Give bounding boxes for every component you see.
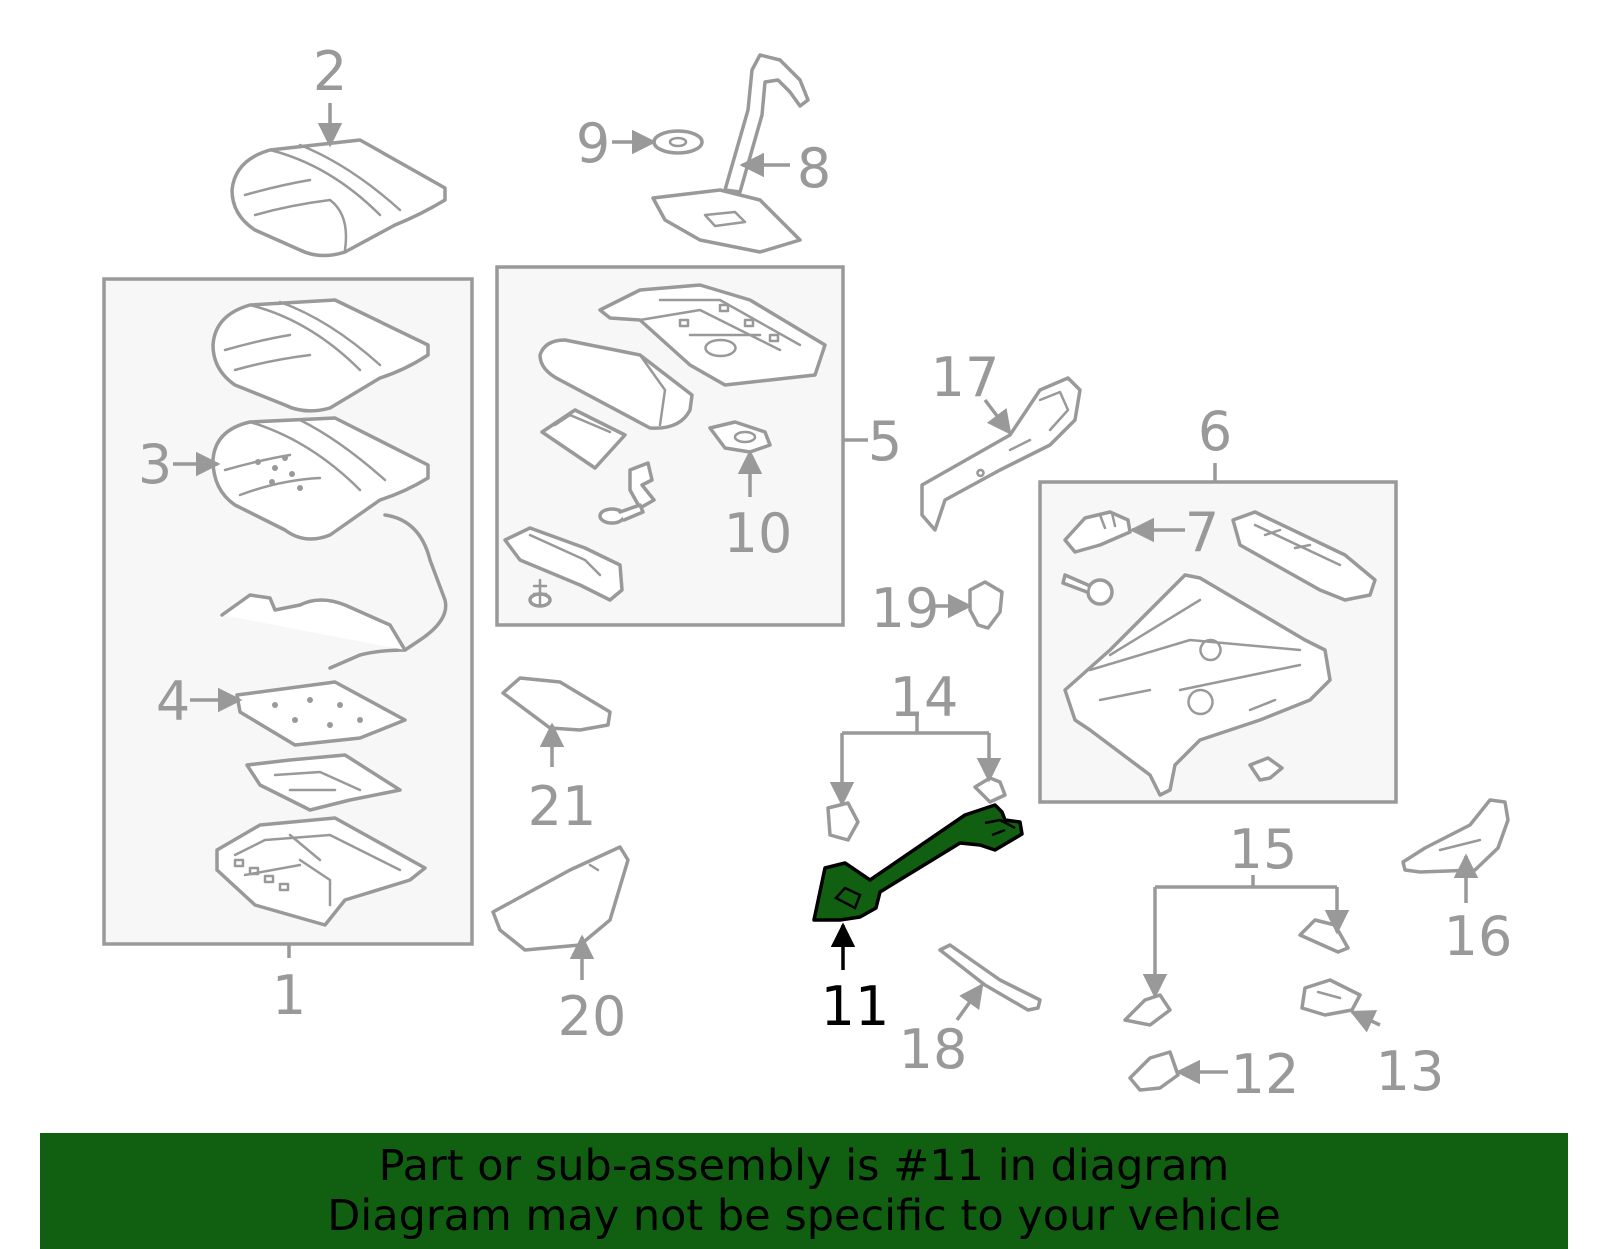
part-6-bolt[interactable] [1061, 573, 1114, 606]
callout-9: 9 [576, 112, 610, 175]
part-15-cover-right[interactable] [1298, 918, 1350, 954]
part-18-trim-strip[interactable] [938, 943, 1042, 1012]
part-3-cushion-upper[interactable] [211, 298, 430, 413]
part-5-bolt[interactable] [598, 503, 645, 525]
cushion-support-plate[interactable] [245, 753, 402, 812]
part-13-bracket[interactable] [1300, 978, 1362, 1017]
callout-6: 6 [1198, 400, 1232, 463]
callout-13: 13 [1376, 1040, 1445, 1103]
callout-2: 2 [313, 40, 347, 103]
part-15-cover-left[interactable] [1123, 993, 1172, 1027]
cushion-pan-frame[interactable] [215, 816, 427, 927]
info-banner: Part or sub-assembly is #11 in diagram D… [40, 1133, 1568, 1249]
callout-12: 12 [1231, 1043, 1300, 1106]
part-7-motor[interactable] [1063, 510, 1132, 554]
callout-1: 1 [272, 964, 306, 1027]
part-6-track[interactable] [1231, 510, 1377, 602]
part-3-cushion-pad[interactable] [211, 416, 430, 541]
part-5-screw[interactable] [528, 578, 552, 608]
part-6-small-clip[interactable] [1248, 756, 1284, 782]
part-5-cover-strip[interactable] [503, 526, 624, 602]
part-5-pad[interactable] [538, 338, 694, 430]
part-11-seat-bracket[interactable] [812, 803, 1024, 922]
callout-7: 7 [1185, 501, 1219, 564]
callout-18: 18 [899, 1018, 968, 1081]
part-9-washer[interactable] [652, 129, 704, 155]
part-19-clip[interactable] [968, 580, 1004, 630]
callout-8: 8 [797, 137, 831, 200]
part-5-clip[interactable] [628, 461, 656, 510]
part-14-clip-left[interactable] [826, 801, 860, 842]
banner-line-disclaimer: Diagram may not be specific to your vehi… [327, 1191, 1281, 1241]
part-16-side-trim[interactable] [1401, 798, 1510, 874]
callout-19: 19 [871, 577, 940, 640]
callout-16: 16 [1444, 905, 1513, 968]
callout-10: 10 [724, 502, 793, 565]
callout-21: 21 [528, 775, 597, 838]
part-21-trim[interactable] [501, 676, 612, 732]
banner-line-part-info: Part or sub-assembly is #11 in diagram [378, 1141, 1230, 1191]
callout-20: 20 [558, 985, 627, 1048]
part-17-side-shield[interactable] [920, 376, 1082, 532]
part-2-cushion-cover[interactable] [230, 138, 447, 258]
callout-5: 5 [868, 410, 902, 473]
heater-wire-harness[interactable] [220, 513, 448, 670]
callout-14: 14 [890, 666, 959, 729]
callout-15: 15 [1229, 818, 1298, 881]
part-10-bracket[interactable] [708, 420, 772, 454]
part-12-cover[interactable] [1128, 1050, 1180, 1092]
callout-3: 3 [138, 433, 172, 496]
part-6-seat-frame[interactable] [1063, 573, 1332, 797]
callout-17: 17 [931, 346, 1000, 409]
callout-4: 4 [156, 670, 190, 733]
part-5-seat-pan[interactable] [598, 283, 827, 387]
part-20-trim-panel[interactable] [491, 845, 630, 952]
part-5-module[interactable] [540, 408, 627, 470]
part-14-clip-right[interactable] [973, 776, 1007, 804]
callout-11-highlighted: 11 [821, 975, 890, 1038]
